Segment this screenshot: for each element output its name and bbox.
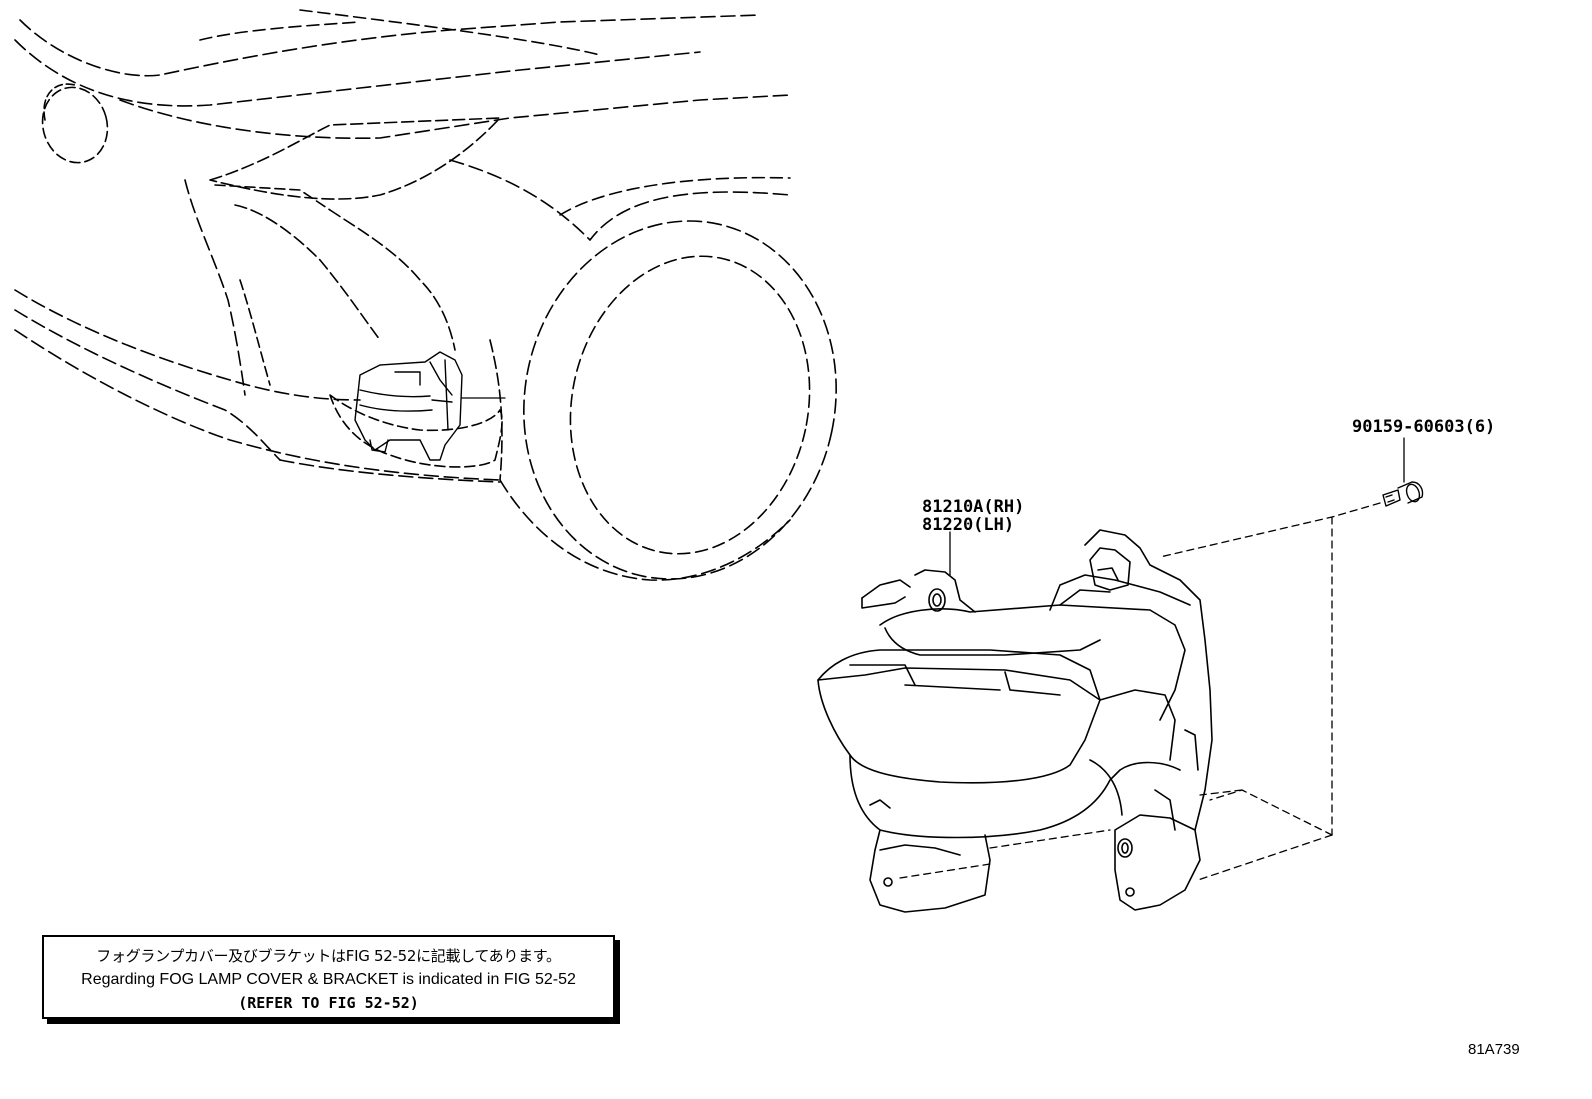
bolt-90159 [1382,481,1424,507]
note-japanese: フォグランプカバー及びブラケットはFIG 52-52に記載してあります。 [96,947,561,965]
note-english: Regarding FOG LAMP COVER & BRACKET is in… [81,971,576,988]
reference-note: フォグランプカバー及びブラケットはFIG 52-52に記載してあります。 Reg… [42,935,615,1019]
callout-lamp-lh[interactable]: 81220(LH) [922,515,1014,535]
note-refer-link[interactable]: (REFER TO FIG 52-52) [238,994,419,1012]
callout-bolt-part[interactable]: 90159-60603(6) [1352,417,1495,437]
figure-code: 81A739 [1468,1041,1520,1058]
callout-lamp-rh[interactable]: 81210A(RH) [922,497,1024,517]
assembly-lines [899,502,1381,881]
vehicle-front-view [14,9,837,581]
fog-lamp-assembly [817,529,1213,913]
